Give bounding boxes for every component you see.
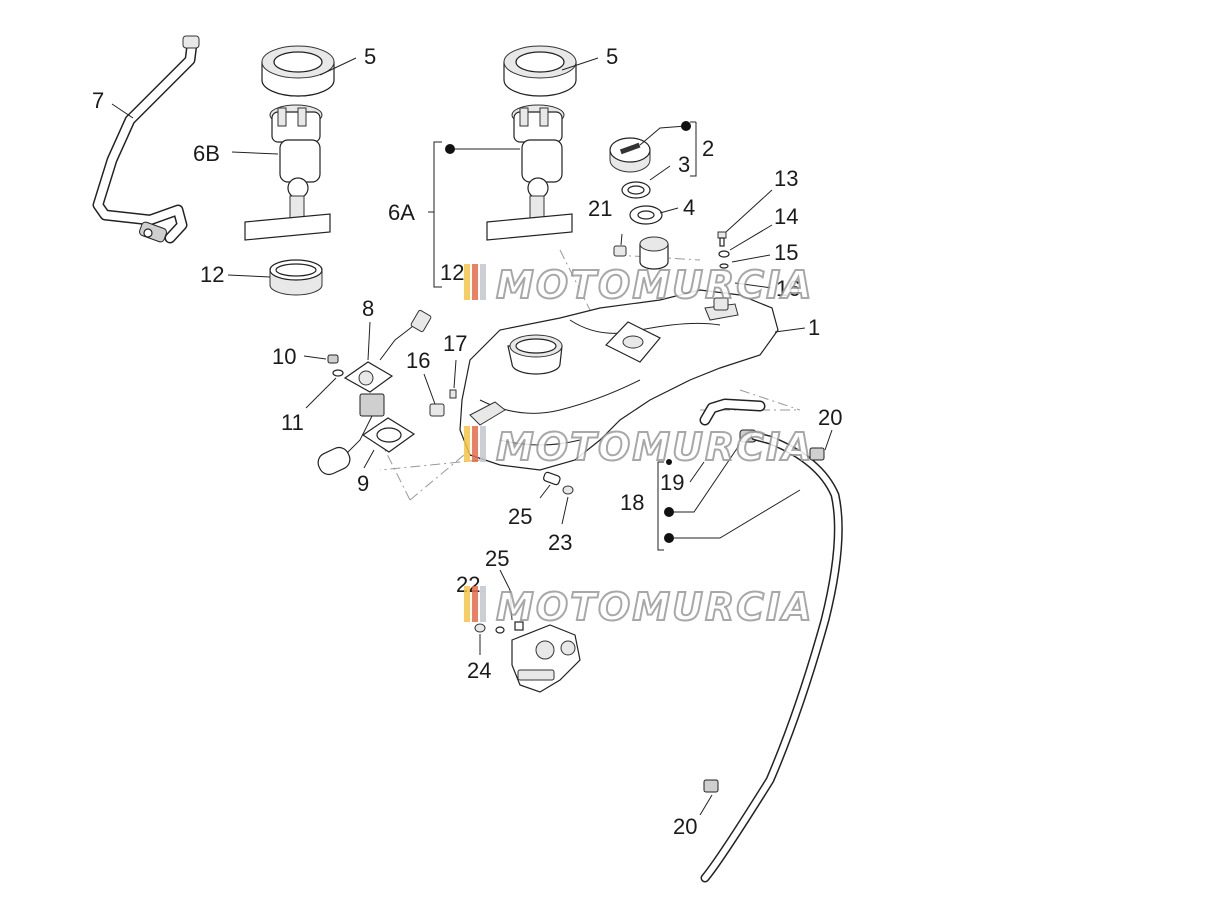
callout-16-left: 16 bbox=[406, 348, 430, 373]
callout-11: 11 bbox=[281, 410, 304, 435]
callout-25-upper: 25 bbox=[508, 504, 532, 529]
callout-10: 10 bbox=[272, 344, 296, 369]
valve-assembly-22 bbox=[511, 624, 581, 693]
washer-14 bbox=[718, 250, 730, 258]
callout-12-right: 12 bbox=[440, 260, 464, 285]
hose-clip-20-top bbox=[809, 447, 825, 461]
fuel-pump-6b bbox=[244, 104, 331, 241]
callout-8: 8 bbox=[362, 296, 374, 321]
breather-hose-7 bbox=[92, 35, 200, 244]
callout-1: 1 bbox=[808, 315, 820, 340]
fuel-tank-1 bbox=[459, 289, 779, 471]
watermark-stripe-grey bbox=[480, 586, 486, 622]
screw-13 bbox=[717, 231, 727, 247]
callout-5-left: 5 bbox=[364, 44, 376, 69]
callout-17: 17 bbox=[443, 331, 467, 356]
fuel-pump-6a bbox=[486, 104, 573, 241]
clip-21 bbox=[613, 245, 627, 257]
callout-9: 9 bbox=[357, 471, 369, 496]
callout-5-right: 5 bbox=[606, 44, 618, 69]
callout-6b: 6B bbox=[193, 141, 220, 166]
callout-15: 15 bbox=[774, 240, 798, 265]
reference-dots bbox=[445, 121, 691, 543]
bolt-24 bbox=[474, 623, 486, 633]
cap-seal-3 bbox=[621, 181, 651, 199]
watermark-middle: MOTOMURCIA bbox=[464, 424, 814, 470]
spacer-25-lower bbox=[495, 621, 524, 634]
fuel-cap-2 bbox=[609, 137, 651, 173]
watermark-stripe-red bbox=[472, 586, 478, 622]
watermark-stripe-grey bbox=[480, 264, 486, 300]
gasket-ring-12 bbox=[269, 259, 323, 296]
callout-24: 24 bbox=[467, 658, 491, 683]
bolt-23 bbox=[562, 485, 574, 495]
callout-25-lower: 25 bbox=[485, 546, 509, 571]
clip-16-left bbox=[429, 403, 445, 417]
callout-3: 3 bbox=[678, 152, 690, 177]
callout-21: 21 bbox=[588, 196, 612, 221]
spacer-25-upper bbox=[543, 471, 561, 486]
callout-16-right: 16 bbox=[776, 276, 800, 301]
filler-ring-5-right bbox=[503, 45, 577, 97]
watermark-stripe-yellow bbox=[464, 586, 470, 622]
fuel-level-sender-8 bbox=[317, 309, 432, 476]
watermark-text-bottom: MOTOMURCIA bbox=[496, 585, 814, 629]
clip-16-right bbox=[713, 297, 729, 311]
watermark-stripe-yellow bbox=[464, 264, 470, 300]
gasket-plate-9 bbox=[361, 417, 416, 453]
callout-7: 7 bbox=[92, 88, 104, 113]
watermark-text-top: MOTOMURCIA bbox=[496, 263, 814, 307]
watermark-stripe-yellow bbox=[464, 426, 470, 462]
watermark-top: MOTOMURCIA bbox=[464, 262, 814, 308]
callout-labels: 1 2 3 4 5 5 6A 6B 7 8 9 10 11 12 12 13 1… bbox=[92, 44, 842, 839]
clip-17 bbox=[449, 389, 457, 399]
nut-10 bbox=[327, 354, 339, 364]
callout-20-bottom: 20 bbox=[673, 814, 697, 839]
callout-23: 23 bbox=[548, 530, 572, 555]
washer-11 bbox=[332, 369, 344, 377]
callout-18: 18 bbox=[620, 490, 644, 515]
hose-clip-20-bottom bbox=[703, 779, 719, 793]
filler-ring-5-left bbox=[261, 45, 335, 97]
watermark-stripe-red bbox=[472, 426, 478, 462]
drain-hose-18 bbox=[700, 431, 843, 883]
leader-lines bbox=[111, 57, 833, 816]
watermark-bottom: MOTOMURCIA bbox=[464, 584, 814, 630]
callout-14: 14 bbox=[774, 204, 798, 229]
watermark-stripe-red bbox=[472, 264, 478, 300]
callout-12-left: 12 bbox=[200, 262, 224, 287]
watermark-text-middle: MOTOMURCIA bbox=[496, 425, 814, 469]
callout-19: 19 bbox=[660, 470, 684, 495]
cap-washer-4 bbox=[629, 205, 663, 225]
filler-neck bbox=[639, 236, 669, 270]
group-brackets bbox=[428, 121, 697, 551]
washer-15 bbox=[719, 263, 729, 269]
callout-20-top: 20 bbox=[818, 405, 842, 430]
callout-4: 4 bbox=[683, 195, 695, 220]
callout-2: 2 bbox=[702, 136, 714, 161]
callout-13: 13 bbox=[774, 166, 798, 191]
watermark-stripe-grey bbox=[480, 426, 486, 462]
callout-6a: 6A bbox=[388, 200, 415, 225]
